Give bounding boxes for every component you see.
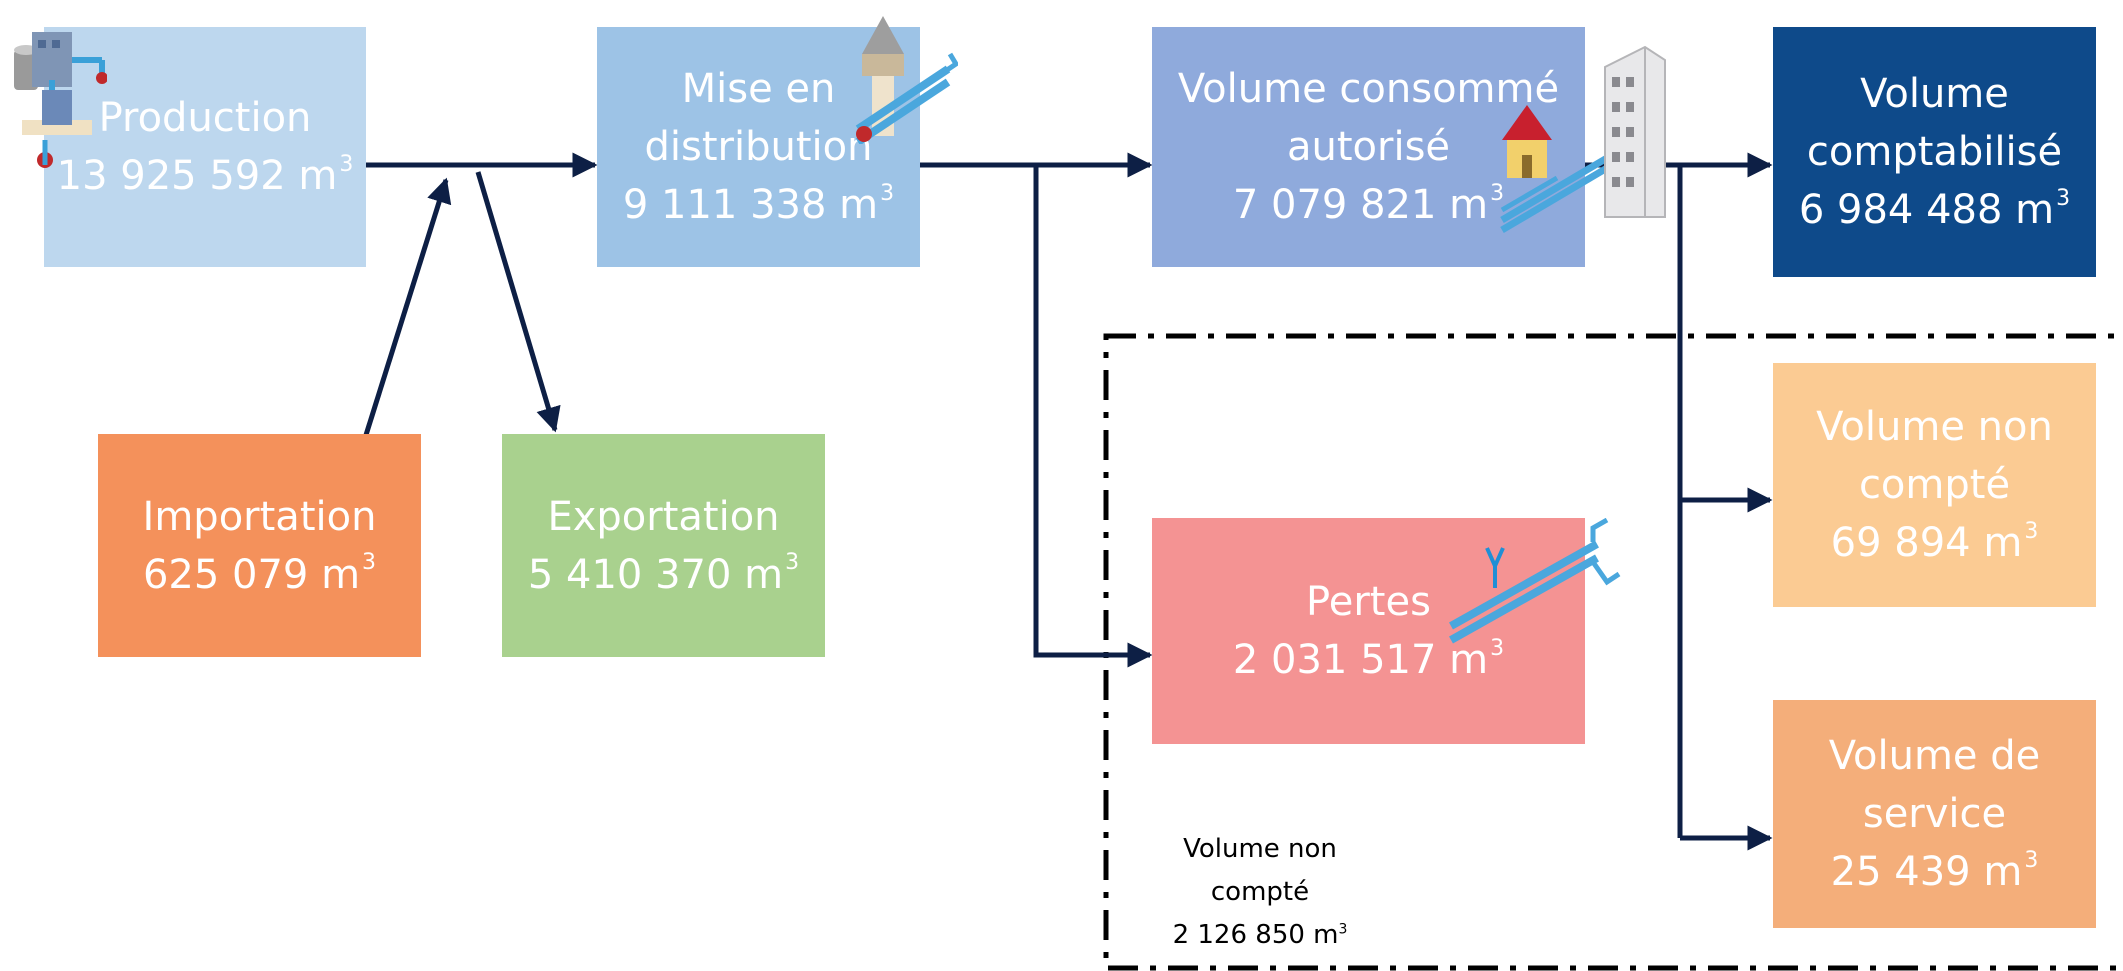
arrow-exportation-out <box>475 171 561 433</box>
non-compte-box: Volume non compté 69 894 m3 <box>1773 363 2096 607</box>
non-compte-value: 69 894 m3 <box>1830 518 2039 566</box>
non-compte-label-line1: Volume non <box>1816 404 2053 450</box>
house-icon <box>1500 105 1609 234</box>
consomme-label-line1: Volume consommé <box>1177 66 1560 112</box>
treatment-plant-icon <box>14 32 107 168</box>
distribution-label-line1: Mise en <box>681 66 836 112</box>
leaking-pipe-icon <box>1449 518 1621 644</box>
total-non-compte-value: 2 126 850 m3 <box>1172 919 1348 950</box>
water-tower-icon <box>855 16 958 144</box>
importation-label: Importation <box>142 493 377 540</box>
comptabilise-box: Volume comptabilisé 6 984 488 m3 <box>1773 27 2096 277</box>
consomme-label-line2: autorisé <box>1286 124 1451 170</box>
consomme-value: 7 079 821 m3 <box>1232 180 1505 228</box>
total-non-compte-line1: Volume non <box>1183 834 1337 864</box>
production-value: 13 925 592 m3 <box>56 151 354 199</box>
service-value: 25 439 m3 <box>1830 847 2039 895</box>
arrow-importation-in <box>363 177 452 436</box>
service-box: Volume de service 25 439 m3 <box>1773 700 2096 928</box>
building-icon <box>1604 45 1666 218</box>
non-compte-boundary <box>1103 333 2123 971</box>
distribution-label-line2: distribution <box>644 124 873 170</box>
production-box: Production 13 925 592 m3 <box>44 27 366 267</box>
service-label-line1: Volume de <box>1828 733 2041 779</box>
production-label: Production <box>98 95 312 141</box>
exportation-value: 5 410 370 m3 <box>527 550 800 598</box>
exportation-label: Exportation <box>547 493 780 540</box>
non-compte-label-line2: compté <box>1858 462 2011 508</box>
importation-box: Importation 625 079 m3 <box>98 434 421 657</box>
pertes-label: Pertes <box>1306 579 1431 625</box>
service-label-line2: service <box>1862 791 2007 837</box>
total-non-compte-line2: compté <box>1210 876 1310 907</box>
importation-value: 625 079 m3 <box>142 550 377 598</box>
comptabilise-label-line2: comptabilisé <box>1806 129 2063 175</box>
comptabilise-label-line1: Volume <box>1860 71 2009 117</box>
comptabilise-value: 6 984 488 m3 <box>1798 185 2071 233</box>
pertes-box: Pertes 2 031 517 m3 <box>1152 518 1585 744</box>
pertes-value: 2 031 517 m3 <box>1232 635 1505 683</box>
distribution-value: 9 111 338 m3 <box>622 180 895 228</box>
exportation-box: Exportation 5 410 370 m3 <box>502 434 825 657</box>
arrow-distribution-pertes <box>1033 165 1153 668</box>
total-non-compte-label: Volume non compté 2 126 850 m3 <box>1140 828 1380 957</box>
